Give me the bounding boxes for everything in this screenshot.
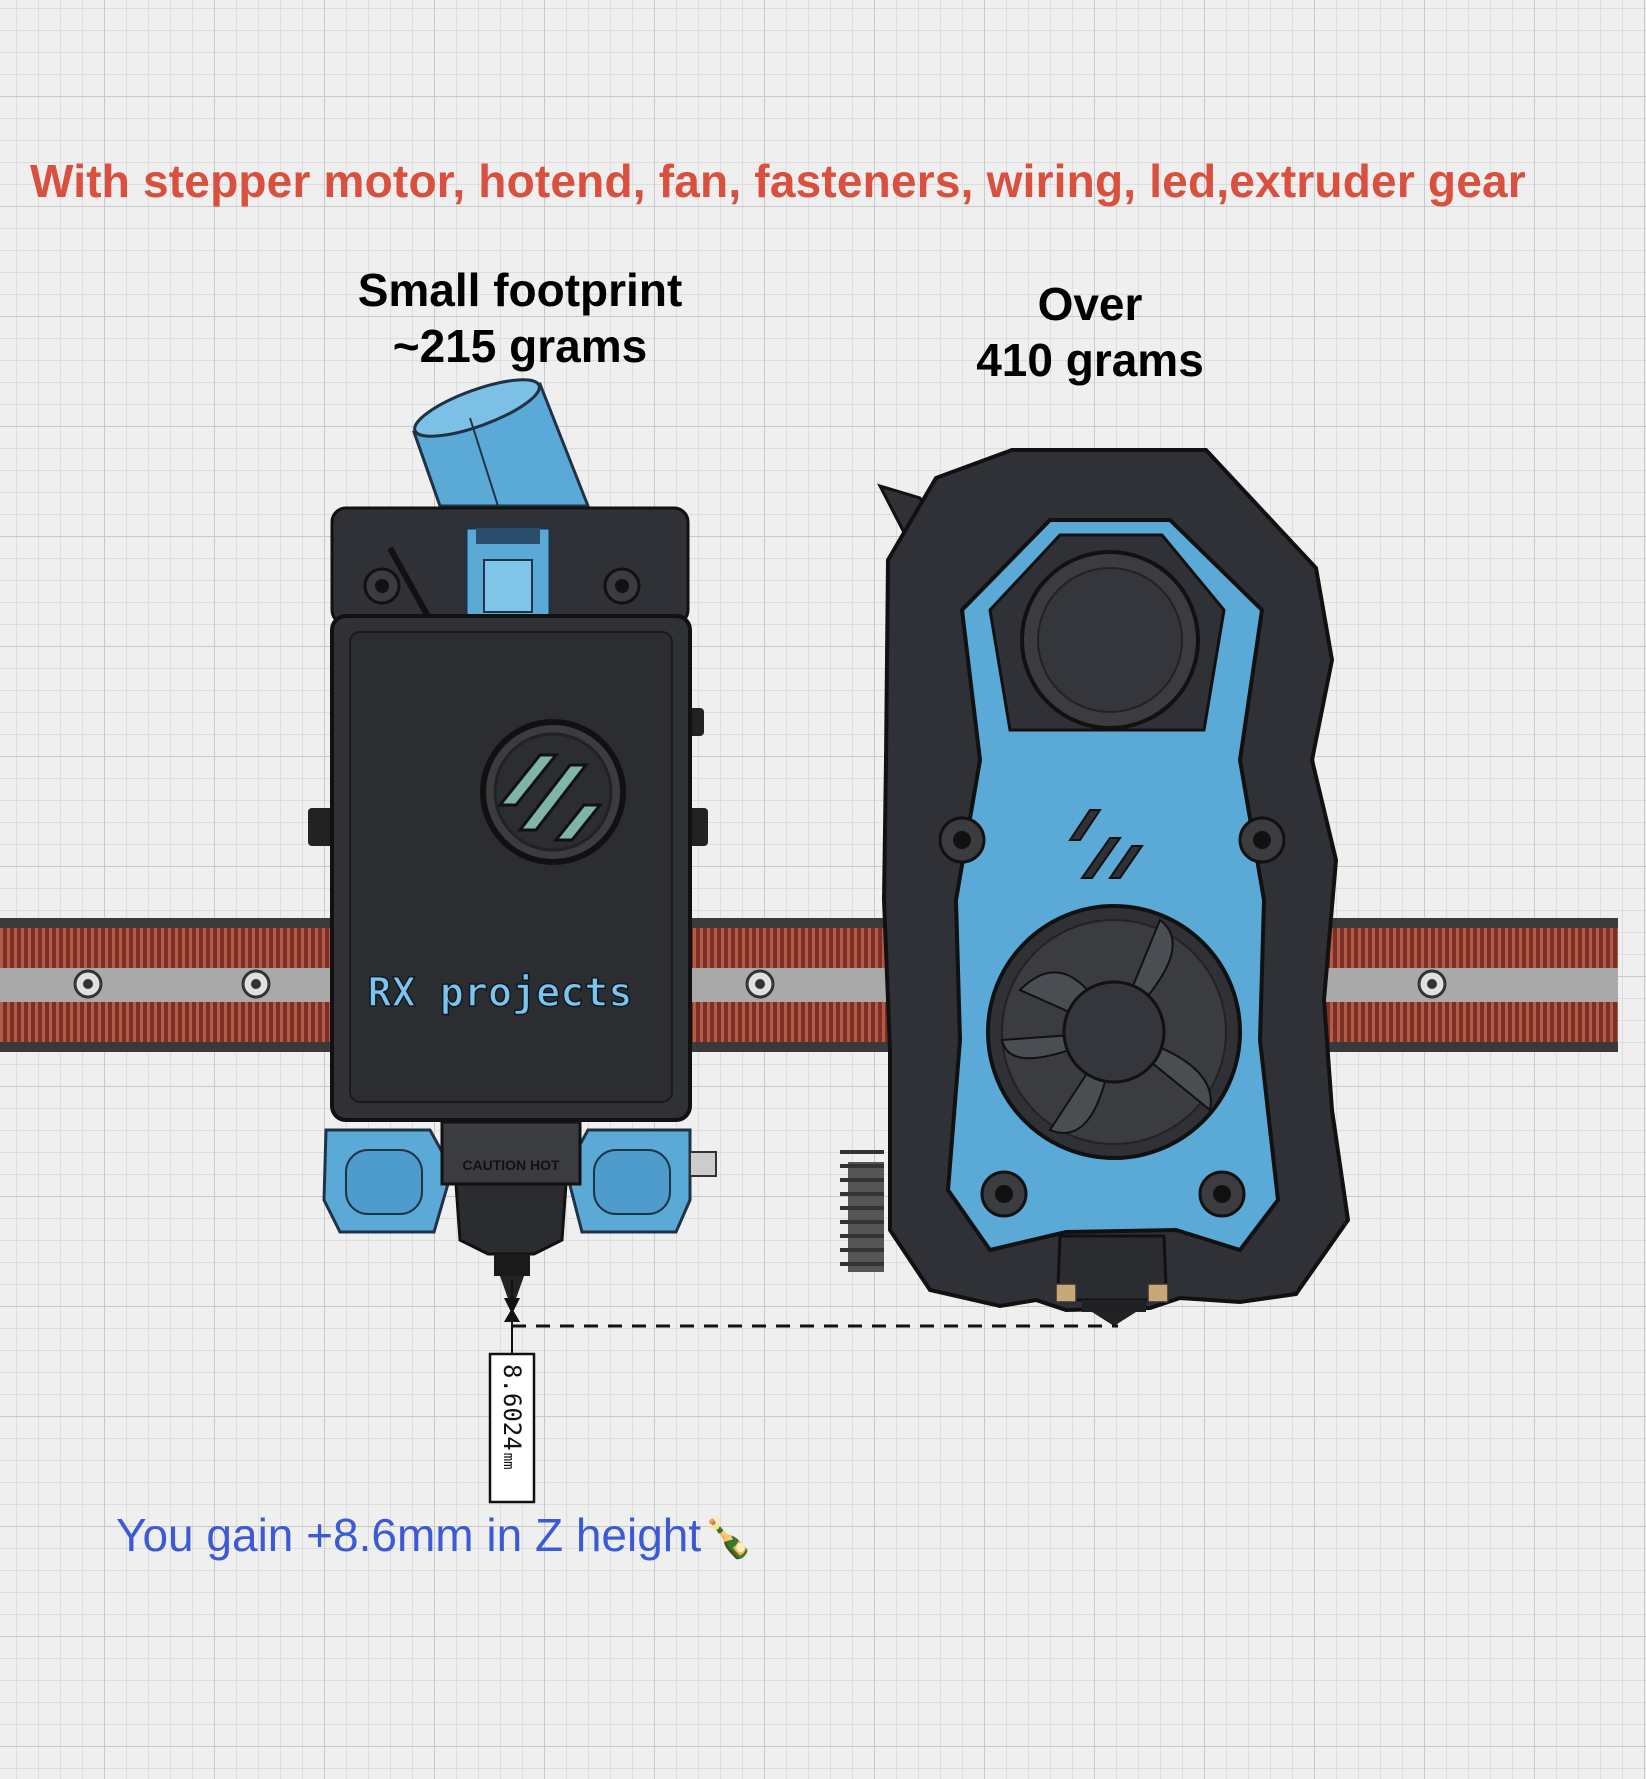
z-height-dimension: 8.6024 mm [488,1280,1118,1504]
left-toolhead-label: Small footprint ~215 grams [340,262,700,374]
right-toolhead [840,448,1351,1326]
dimension-unit: mm [500,1453,516,1470]
champagne-icon: 🍾 [703,1516,753,1560]
footer-note: You gain +8.6mm in Z height🍾 [116,1508,753,1562]
right-toolhead-weight: 410 grams [976,334,1204,386]
right-toolhead-title: Over [1037,278,1143,330]
left-hotend: CAUTION HOT [440,1120,582,1310]
right-extruder-motor [1020,550,1200,730]
linear-rail [0,918,1618,1052]
left-part-cooling [322,1128,717,1234]
right-screws [938,816,1286,1218]
left-toolhead-weight: ~215 grams [392,320,648,372]
right-toolhead-label: Over 410 grams [900,276,1280,388]
left-toolhead-title: Small footprint [357,264,683,316]
left-duct [412,378,591,508]
right-logo [1068,809,1144,879]
left-top-screws [363,567,641,605]
rx-logo [480,719,626,865]
svg-text:8.6024mm: 8.6024 mm [498,1364,526,1470]
caution-hot-text: CAUTION HOT [462,1157,560,1173]
left-filament-fitting [464,526,552,618]
left-toolhead: RX projects CAUTION HOT [308,378,717,1310]
headline: With stepper motor, hotend, fan, fastene… [30,155,1526,207]
right-hotend [1055,1234,1169,1326]
right-fan [986,904,1242,1160]
footer-text: You gain +8.6mm in Z height [116,1509,702,1561]
dimension-value: 8.6024 [498,1364,526,1451]
brand-text: RX projects [368,970,633,1016]
